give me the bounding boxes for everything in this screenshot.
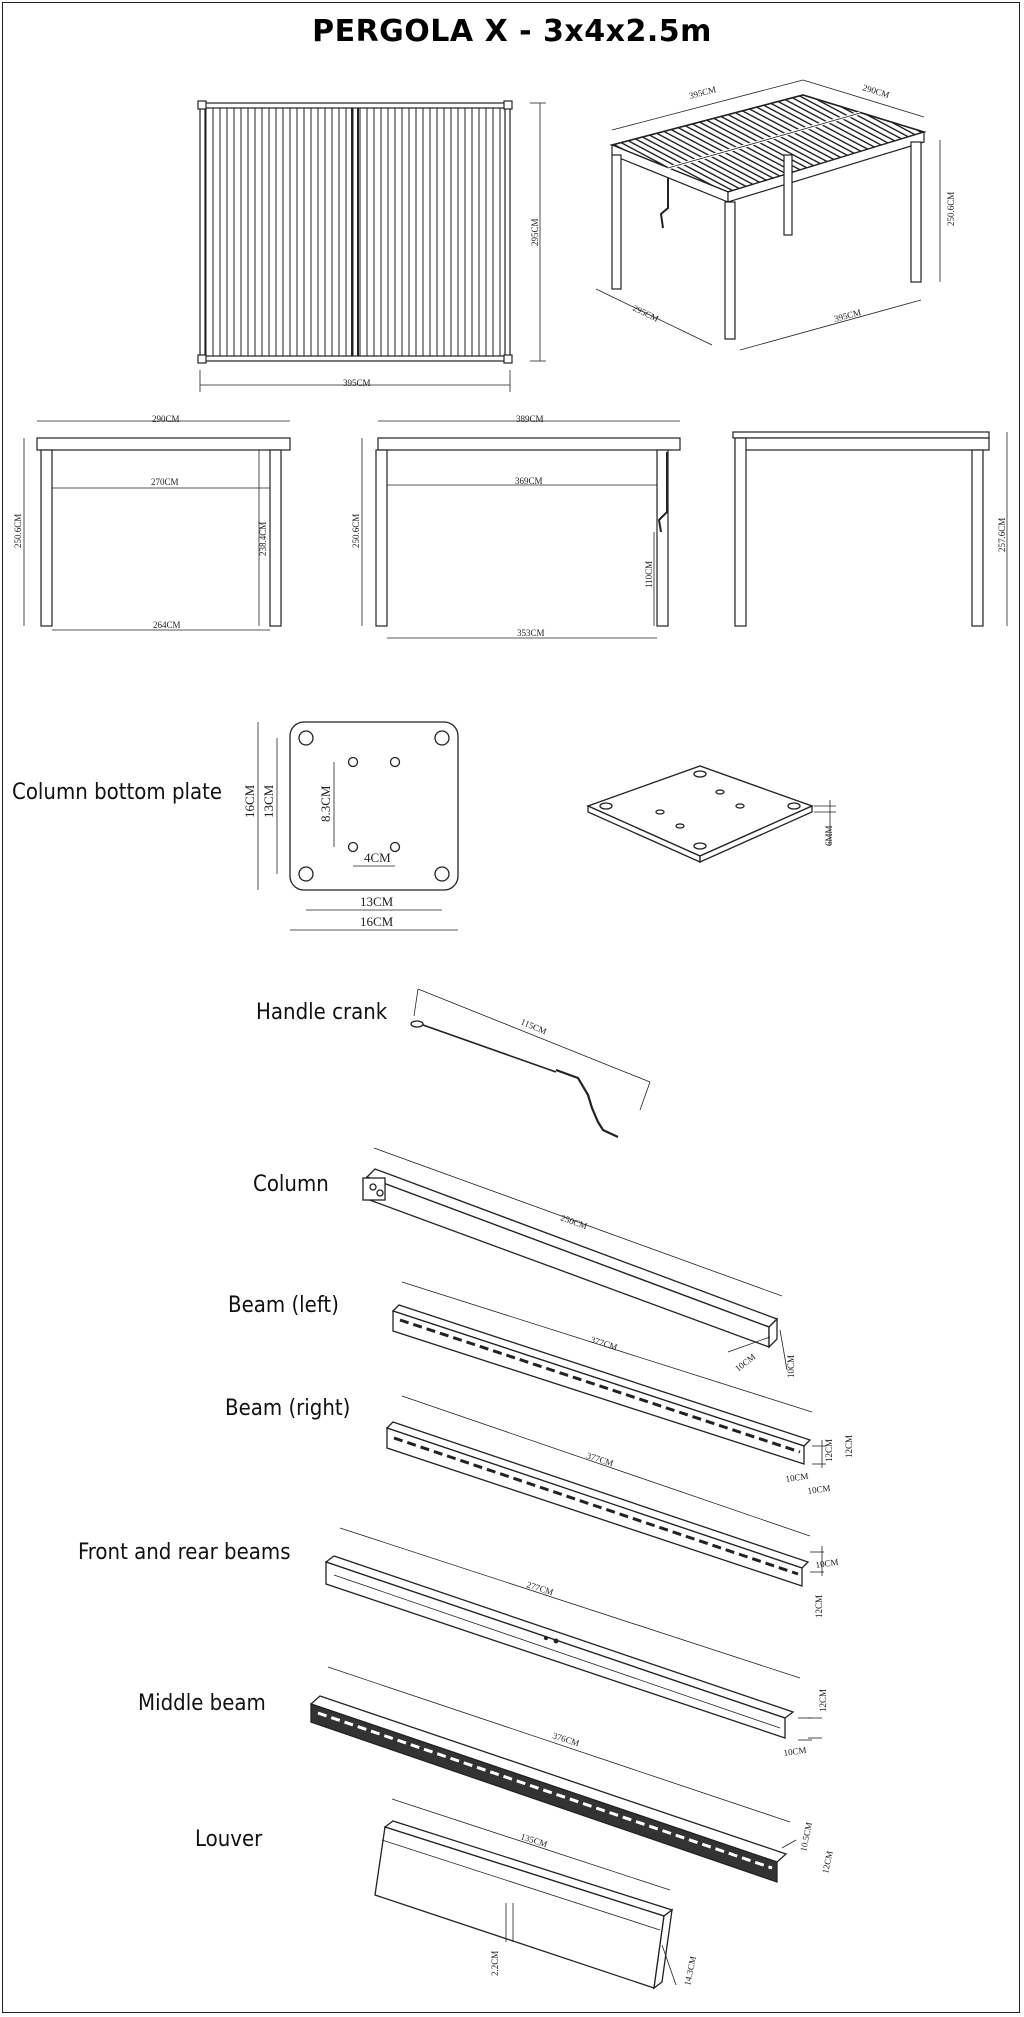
dim-side2-top: 389CM — [516, 414, 544, 424]
bottom-plate-drawing — [257, 721, 459, 931]
louver-drawing — [374, 1798, 797, 1990]
dim-louver-w: 14.3CM — [682, 1955, 698, 1986]
dim-louver-h2: 12CM — [820, 1850, 835, 1875]
dim-middle-beam-w: 10CM — [783, 1745, 807, 1758]
dim-beam-left-w: 10CM — [785, 1471, 809, 1484]
dim-plate-thickness: 6MM — [824, 825, 834, 846]
dim-top-width: 395CM — [343, 378, 371, 388]
dim-column-w1: 10CM — [733, 1352, 757, 1374]
dim-beam-left-length: 377CM — [589, 1334, 618, 1352]
handle-crank-drawing — [410, 988, 651, 1138]
label-louver: Louver — [195, 1827, 263, 1852]
side-view-1 — [23, 420, 291, 631]
dim-iso-height: 250.6CM — [946, 192, 956, 226]
dim-iso-bottom-length: 395CM — [833, 307, 862, 324]
label-beam-right: Beam (right) — [225, 1396, 351, 1421]
dim-side2-left-h: 250.6CM — [351, 514, 361, 548]
dim-side1-right-h: 238.4CM — [258, 522, 268, 556]
label-front-rear-beams: Front and rear beams — [78, 1540, 291, 1565]
dim-beam-right-h: 12CM — [844, 1435, 854, 1458]
column-drawing — [362, 1147, 788, 1371]
dim-middle-beam-h: 12CM — [818, 1689, 828, 1712]
iso-view — [595, 79, 941, 351]
dim-side1-bottom: 264CM — [153, 620, 181, 630]
dim-middle-beam-length: 376CM — [551, 1730, 580, 1748]
dim-column-w2: 10CM — [786, 1355, 796, 1378]
dim-plate-hole-v: 8.3CM — [318, 785, 333, 822]
dim-plate-inner-h: 13CM — [360, 894, 394, 909]
dim-iso-bottom-width: 295CM — [631, 303, 660, 324]
dim-plate-inner-v: 13CM — [261, 784, 276, 818]
dim-side2-bottom: 353CM — [517, 628, 545, 638]
dim-louver-t: 2.2CM — [490, 1951, 500, 1976]
dim-louver-length: 135CM — [519, 1831, 548, 1849]
label-column-bottom-plate: Column bottom plate — [12, 780, 223, 805]
dim-plate-hole-h: 4CM — [364, 850, 391, 865]
label-column: Column — [253, 1172, 329, 1197]
dim-front-rear-length: 277CM — [525, 1579, 554, 1597]
label-beam-left: Beam (left) — [228, 1293, 339, 1318]
page-title: PERGOLA X - 3x4x2.5m — [312, 14, 712, 49]
dim-beam-right-w: 10CM — [807, 1483, 831, 1496]
beam-right-drawing — [385, 1395, 824, 1587]
label-handle-crank: Handle crank — [256, 1000, 388, 1025]
dim-side1-top: 290CM — [152, 414, 180, 424]
dim-beam-left-h: 12CM — [824, 1439, 834, 1462]
dim-front-rear-h: 12CM — [814, 1595, 824, 1618]
dim-top-height: 295CM — [530, 218, 540, 246]
top-view — [197, 100, 546, 392]
dim-side1-inner: 270CM — [151, 477, 179, 487]
dim-side3-right-h: 257.6CM — [997, 518, 1007, 552]
dim-plate-outer-h: 16CM — [360, 914, 394, 929]
bottom-plate-iso — [586, 765, 836, 864]
dim-beam-right-length: 377CM — [585, 1450, 614, 1468]
side-view-3 — [732, 431, 1008, 627]
dim-iso-top-width: 290CM — [861, 82, 890, 100]
dim-crank-length: 115CM — [519, 1017, 548, 1037]
dim-louver-h1: 10.5CM — [798, 1821, 814, 1852]
middle-beam-drawing — [309, 1666, 812, 1883]
dim-side2-crank-h: 110CM — [644, 561, 654, 588]
dim-plate-outer-v: 16CM — [242, 784, 257, 818]
front-rear-beams-drawing — [324, 1527, 822, 1739]
dim-side2-inner: 369CM — [515, 476, 543, 486]
dim-front-rear-w: 10CM — [815, 1557, 839, 1570]
side-view-2 — [361, 420, 681, 639]
label-middle-beam: Middle beam — [138, 1691, 266, 1716]
dim-column-length: 250CM — [559, 1212, 588, 1231]
dim-iso-top-length: 395CM — [688, 84, 717, 101]
beam-left-drawing — [391, 1281, 826, 1468]
dim-side1-left-h: 250.6CM — [13, 514, 23, 548]
